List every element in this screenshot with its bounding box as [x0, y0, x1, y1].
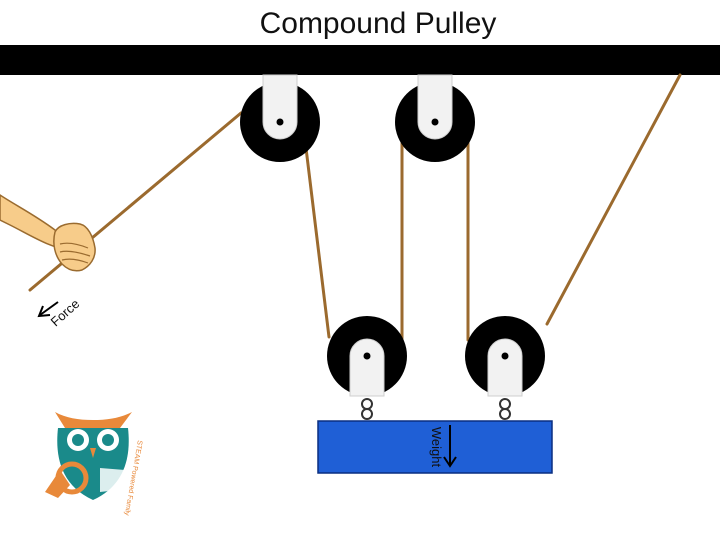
pulley-bracket: [262, 74, 298, 140]
hand-icon: [0, 194, 96, 272]
owl-logo-icon: STEAM Powered Family: [45, 412, 143, 516]
rope-segment-1: [304, 146, 331, 339]
movable-pulley-left: [327, 316, 407, 420]
weight-rect: [317, 420, 553, 474]
weight-block: Weight: [317, 420, 553, 474]
arrow-down-left-icon: [37, 301, 59, 318]
force-label: Force: [48, 296, 83, 329]
movable-pulley-right: [465, 316, 545, 420]
pulley-bracket: [349, 338, 385, 397]
pulley-axle: [501, 352, 509, 360]
weight-label: Weight: [429, 427, 444, 468]
fixed-pulley-right: [395, 74, 475, 162]
pulley-bracket: [417, 74, 453, 140]
rope-system: [28, 73, 682, 342]
pulley-axle: [431, 118, 439, 126]
hook-icon: [499, 398, 511, 420]
arrow-down-icon: [443, 425, 457, 468]
pulley-axle: [276, 118, 284, 126]
ceiling-beam: [0, 45, 720, 75]
pulley-bracket: [487, 338, 523, 397]
pulley-axle: [363, 352, 371, 360]
rope-anchor-segment: [545, 73, 682, 326]
hook-icon: [361, 398, 373, 420]
fixed-pulley-left: [240, 74, 320, 162]
page-title: Compound Pulley: [260, 7, 497, 40]
